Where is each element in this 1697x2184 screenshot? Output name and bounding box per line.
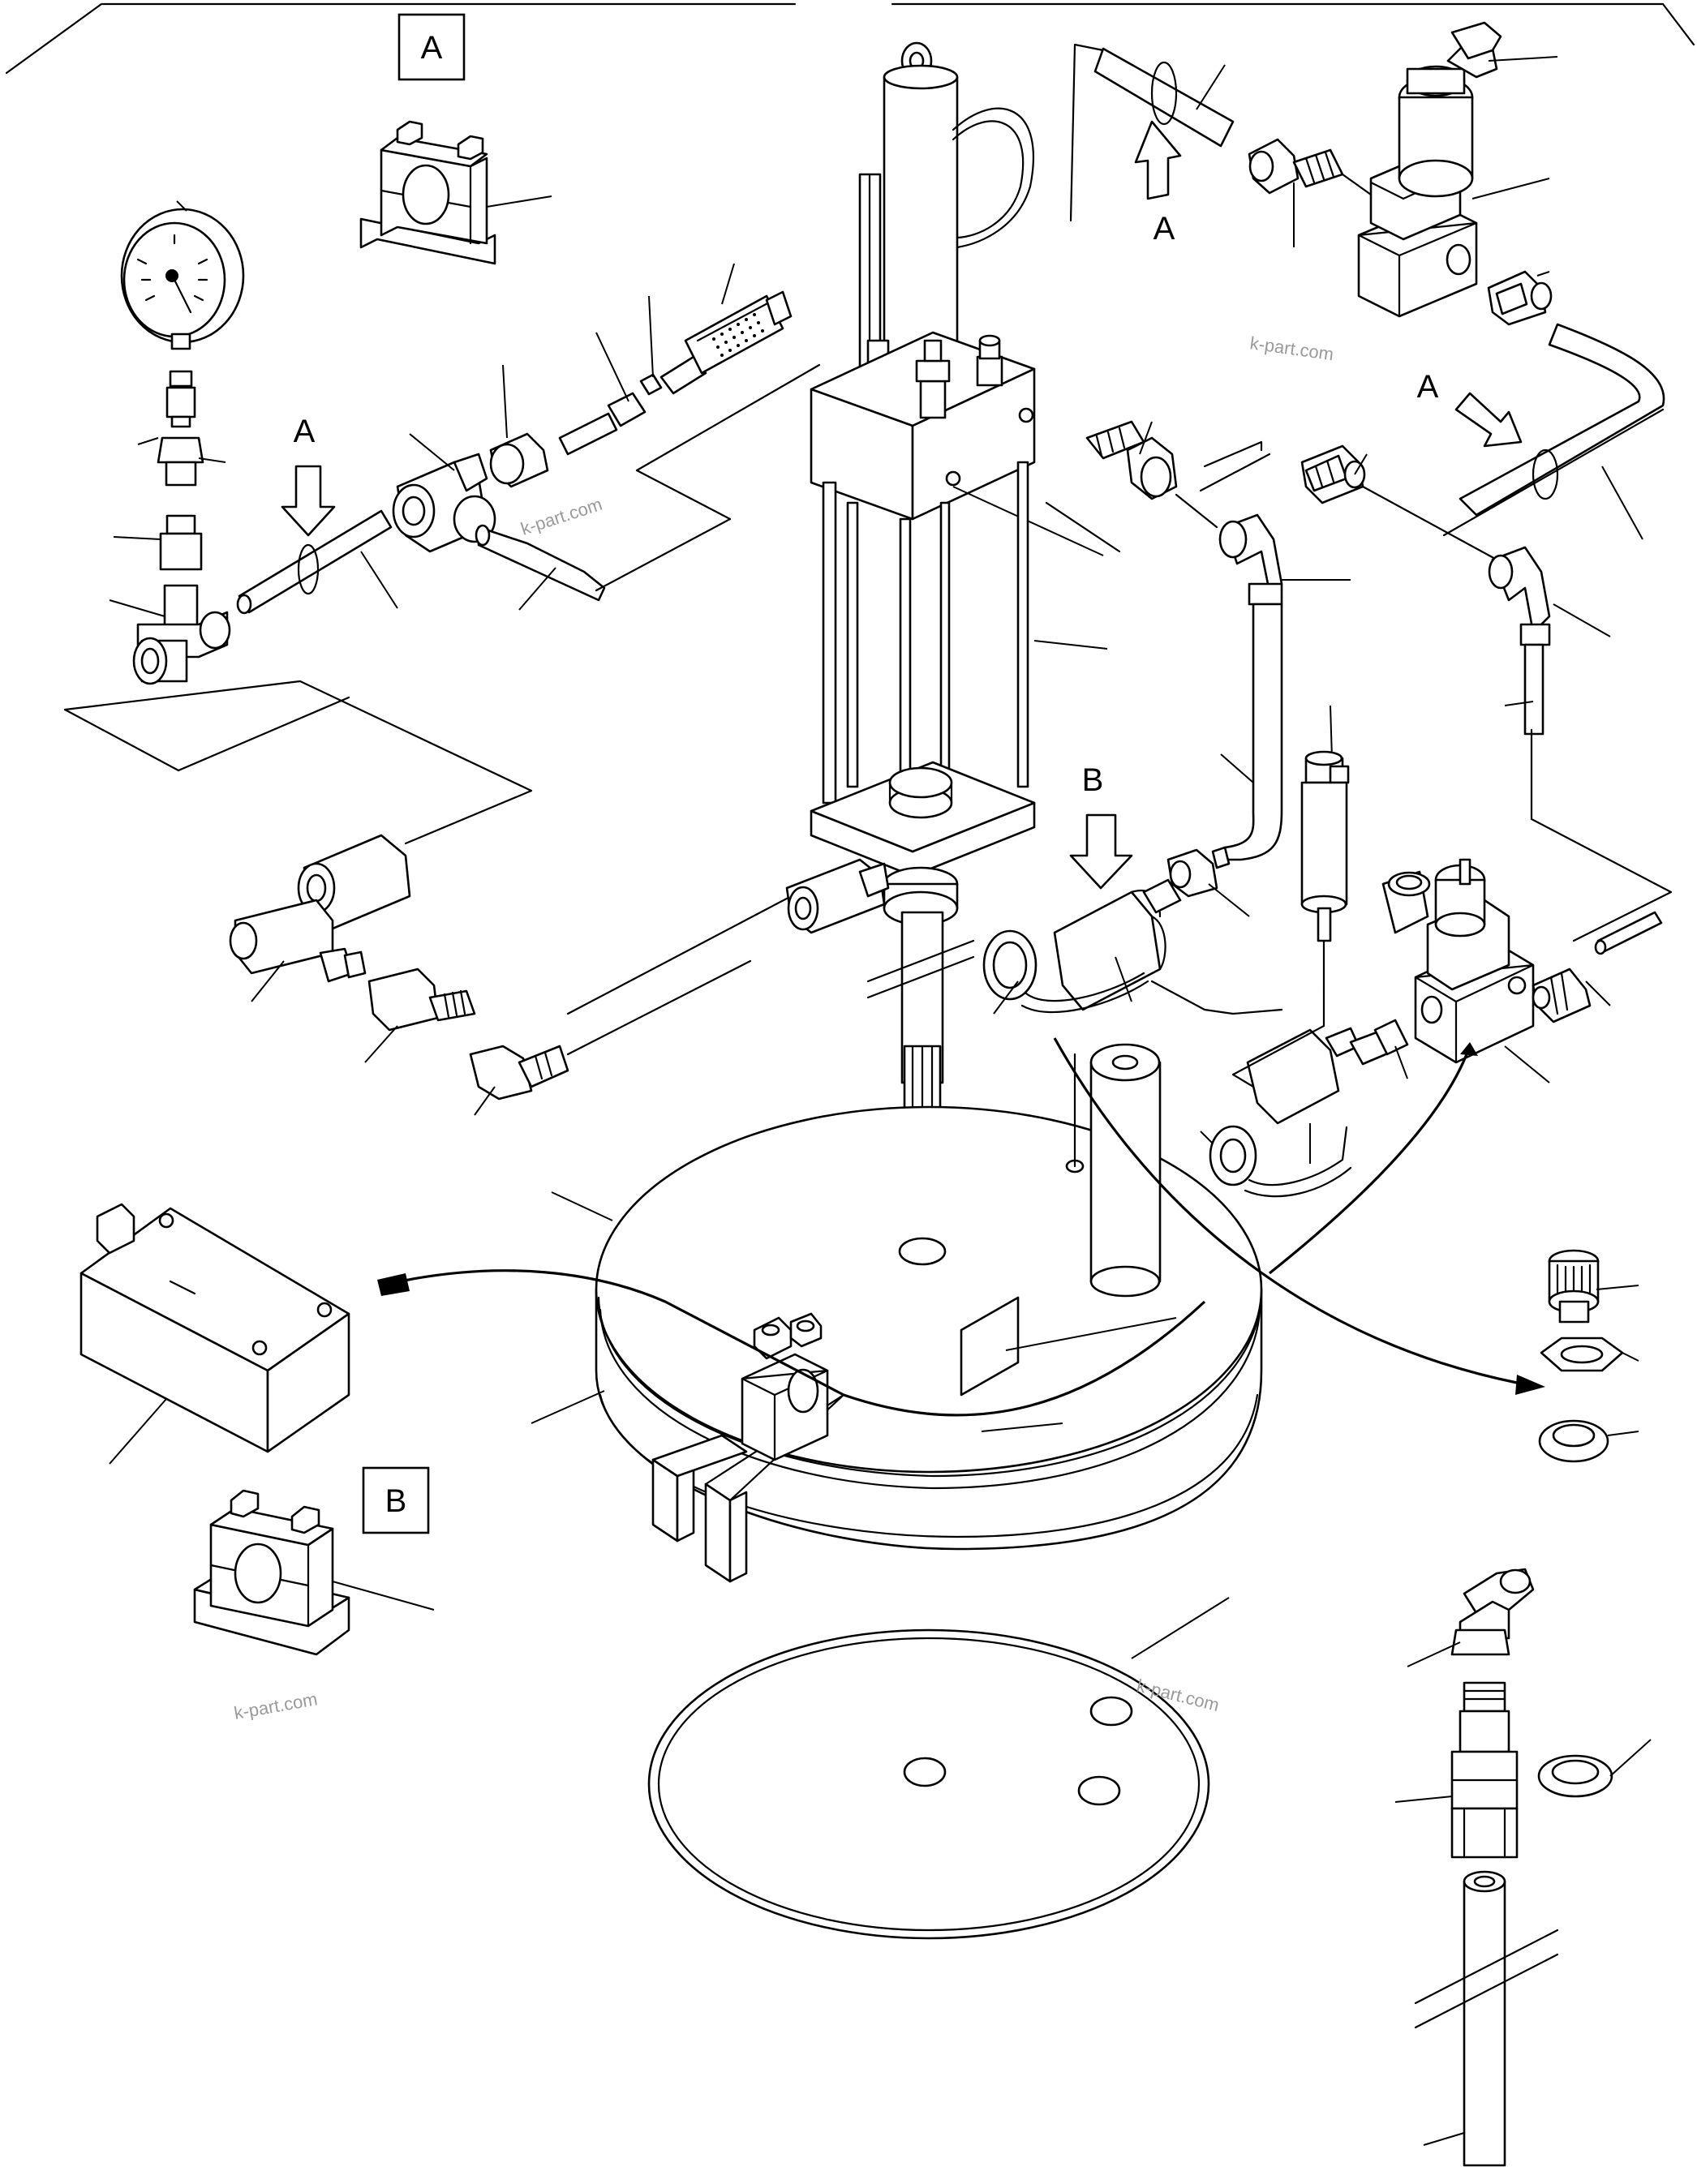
- suction-tube: [1394, 1568, 1652, 2167]
- flow-arrow-a-left-icon: [281, 465, 336, 537]
- left-pipe-run: A: [236, 263, 821, 615]
- breather-cap: [1538, 1249, 1639, 1463]
- check-valve: [1150, 705, 1350, 1088]
- solenoid-valve-lower: [1381, 858, 1663, 1083]
- flow-arrow-b-icon: [1069, 813, 1133, 890]
- svg-text:A: A: [1154, 211, 1175, 247]
- quick-couplers: B: [982, 762, 1409, 1198]
- box-label-b: B: [362, 1466, 430, 1534]
- svg-text:A: A: [1417, 369, 1439, 405]
- svg-text:A: A: [421, 30, 443, 66]
- pipe-clamp-b: [193, 1489, 435, 1656]
- junction-box: [79, 1203, 350, 1465]
- svg-text:B: B: [385, 1483, 407, 1519]
- svg-text:A: A: [294, 414, 316, 449]
- relief-valve-assembly: [229, 834, 752, 1116]
- flow-arrow-a-right-icon: [1454, 392, 1523, 448]
- pipe-clamp-top: [359, 120, 552, 265]
- svg-text:k-part.com: k-part.com: [1248, 333, 1334, 364]
- pressure-gauge: [109, 200, 245, 685]
- svg-text:k-part.com: k-part.com: [233, 1688, 320, 1723]
- gasket: [647, 1597, 1230, 1940]
- svg-text:B: B: [1082, 762, 1104, 798]
- upper-right-piping: A A: [1069, 21, 1665, 540]
- middle-right-fittings: [1045, 420, 1673, 942]
- pump-cylinder: [785, 41, 1108, 1234]
- connector-lines: [63, 680, 861, 1015]
- box-label-a: A: [397, 13, 466, 81]
- flow-arrow-a-upper-icon: [1134, 120, 1182, 200]
- drum-lid: [377, 1037, 1545, 1583]
- frame-lines: [5, 2, 1695, 75]
- svg-text:k-part.com: k-part.com: [518, 494, 605, 539]
